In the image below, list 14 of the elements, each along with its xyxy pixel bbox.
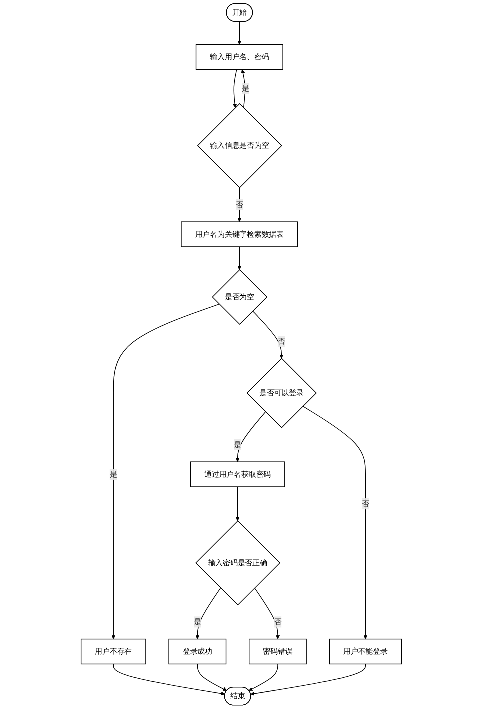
arrow bbox=[113, 664, 226, 696]
arrow bbox=[248, 664, 278, 692]
arrow bbox=[196, 588, 222, 640]
arrow bbox=[197, 664, 228, 692]
arrow bbox=[238, 22, 242, 45]
arrow bbox=[112, 304, 220, 640]
arrow bbox=[302, 406, 368, 640]
arrow bbox=[254, 588, 280, 640]
arrow bbox=[252, 310, 284, 359]
arrow bbox=[250, 664, 366, 696]
arrow bbox=[236, 412, 266, 462]
arrow bbox=[236, 486, 240, 522]
arrow bbox=[238, 246, 242, 270]
arrow bbox=[233, 69, 238, 108]
